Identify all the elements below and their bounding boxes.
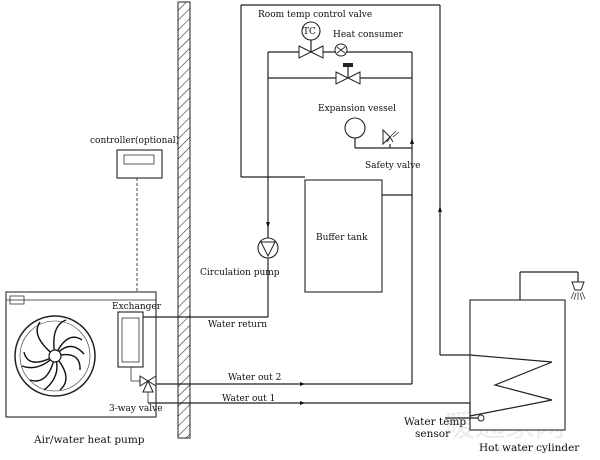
watermark-url: www.hvacjia.com — [488, 445, 566, 455]
balancing-valve-icon — [335, 63, 361, 85]
room-temp-valve-label: Room temp control valve — [258, 10, 372, 20]
safety-valve-label: Safety valve — [365, 161, 421, 171]
three-way-valve-label: 3-way valve — [109, 404, 163, 414]
room-temp-control-valve-icon — [298, 21, 324, 59]
building-wall — [177, 1, 191, 439]
safety-valve-icon — [382, 128, 400, 148]
heat-consumer-label: Heat consumer — [333, 30, 404, 40]
expansion-vessel-icon — [344, 117, 412, 149]
water-return-pipe — [143, 258, 269, 318]
water-out-1-pipe — [148, 401, 470, 405]
buffer-tank — [304, 179, 383, 293]
buffer-tank-label: Buffer tank — [316, 233, 368, 243]
controller-label: controller(optional) — [90, 135, 179, 146]
controller — [116, 149, 163, 295]
water-temp-sensor-icon — [445, 414, 485, 422]
hot-water-cylinder — [440, 271, 579, 431]
heat-pump-label: Air/water heat pump — [33, 434, 145, 446]
water-out-2-label: Water out 2 — [228, 373, 281, 383]
water-return-label: Water return — [208, 320, 267, 330]
hot-water-cylinder-label: Hot water cylinder — [479, 442, 580, 454]
heat-pump-unit — [5, 291, 157, 418]
expansion-vessel-label: Expansion vessel — [318, 104, 396, 114]
water-temp-sensor-label-line1: Water temp — [404, 416, 466, 428]
water-out-1-label: Water out 1 — [222, 394, 275, 404]
water-out-2-pipe — [156, 195, 413, 386]
tc-label: TC — [303, 27, 316, 37]
circulation-pump-icon — [257, 52, 279, 259]
circulation-pump-label: Circulation pump — [200, 268, 280, 278]
fan-icon — [14, 315, 96, 397]
water-temp-sensor-label-line2: sensor — [415, 428, 451, 440]
exchanger-label: Exchanger — [112, 302, 162, 312]
heat-consumer-icon — [334, 43, 348, 57]
shower-head-icon — [570, 281, 586, 301]
